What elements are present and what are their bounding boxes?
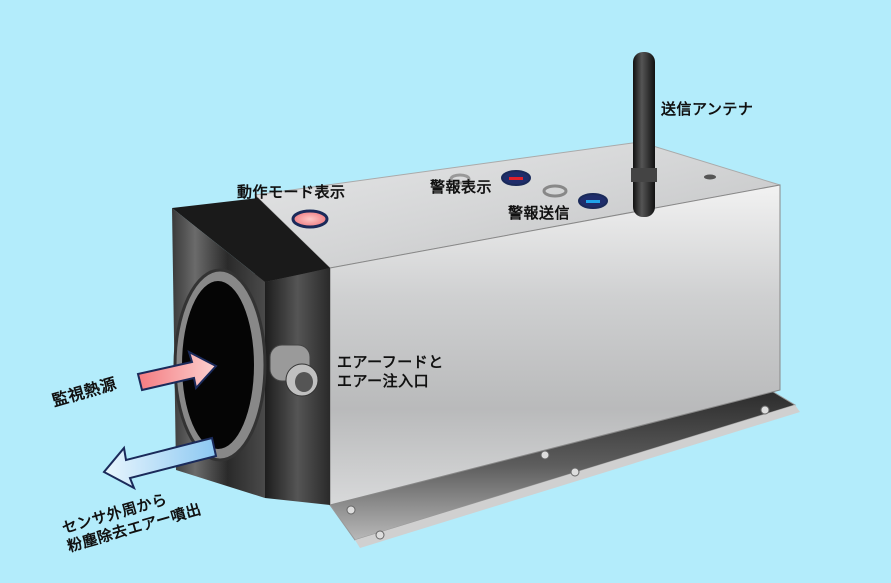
air-hood-label-line1: エアーフードと [337,353,444,371]
mode-indicator-label: 動作モード表示 [237,183,346,201]
air-hood-label: エアーフードと エアー注入口 [337,353,444,391]
antenna [631,52,657,217]
purge-air-arrow-icon [102,436,218,491]
screw-icon [449,173,471,185]
mode-indicator-led [291,209,329,229]
antenna-label: 送信アンテナ [661,100,754,118]
air-hood [172,198,330,505]
screw-icon [542,184,568,198]
alarm-display-label: 警報表示 [430,178,493,196]
air-hood-label-line2: エアー注入口 [337,372,430,390]
alarm-send-label: 警報送信 [508,204,571,222]
heat-source-arrow-icon [136,350,218,392]
air-inlet-fitting [269,344,319,397]
